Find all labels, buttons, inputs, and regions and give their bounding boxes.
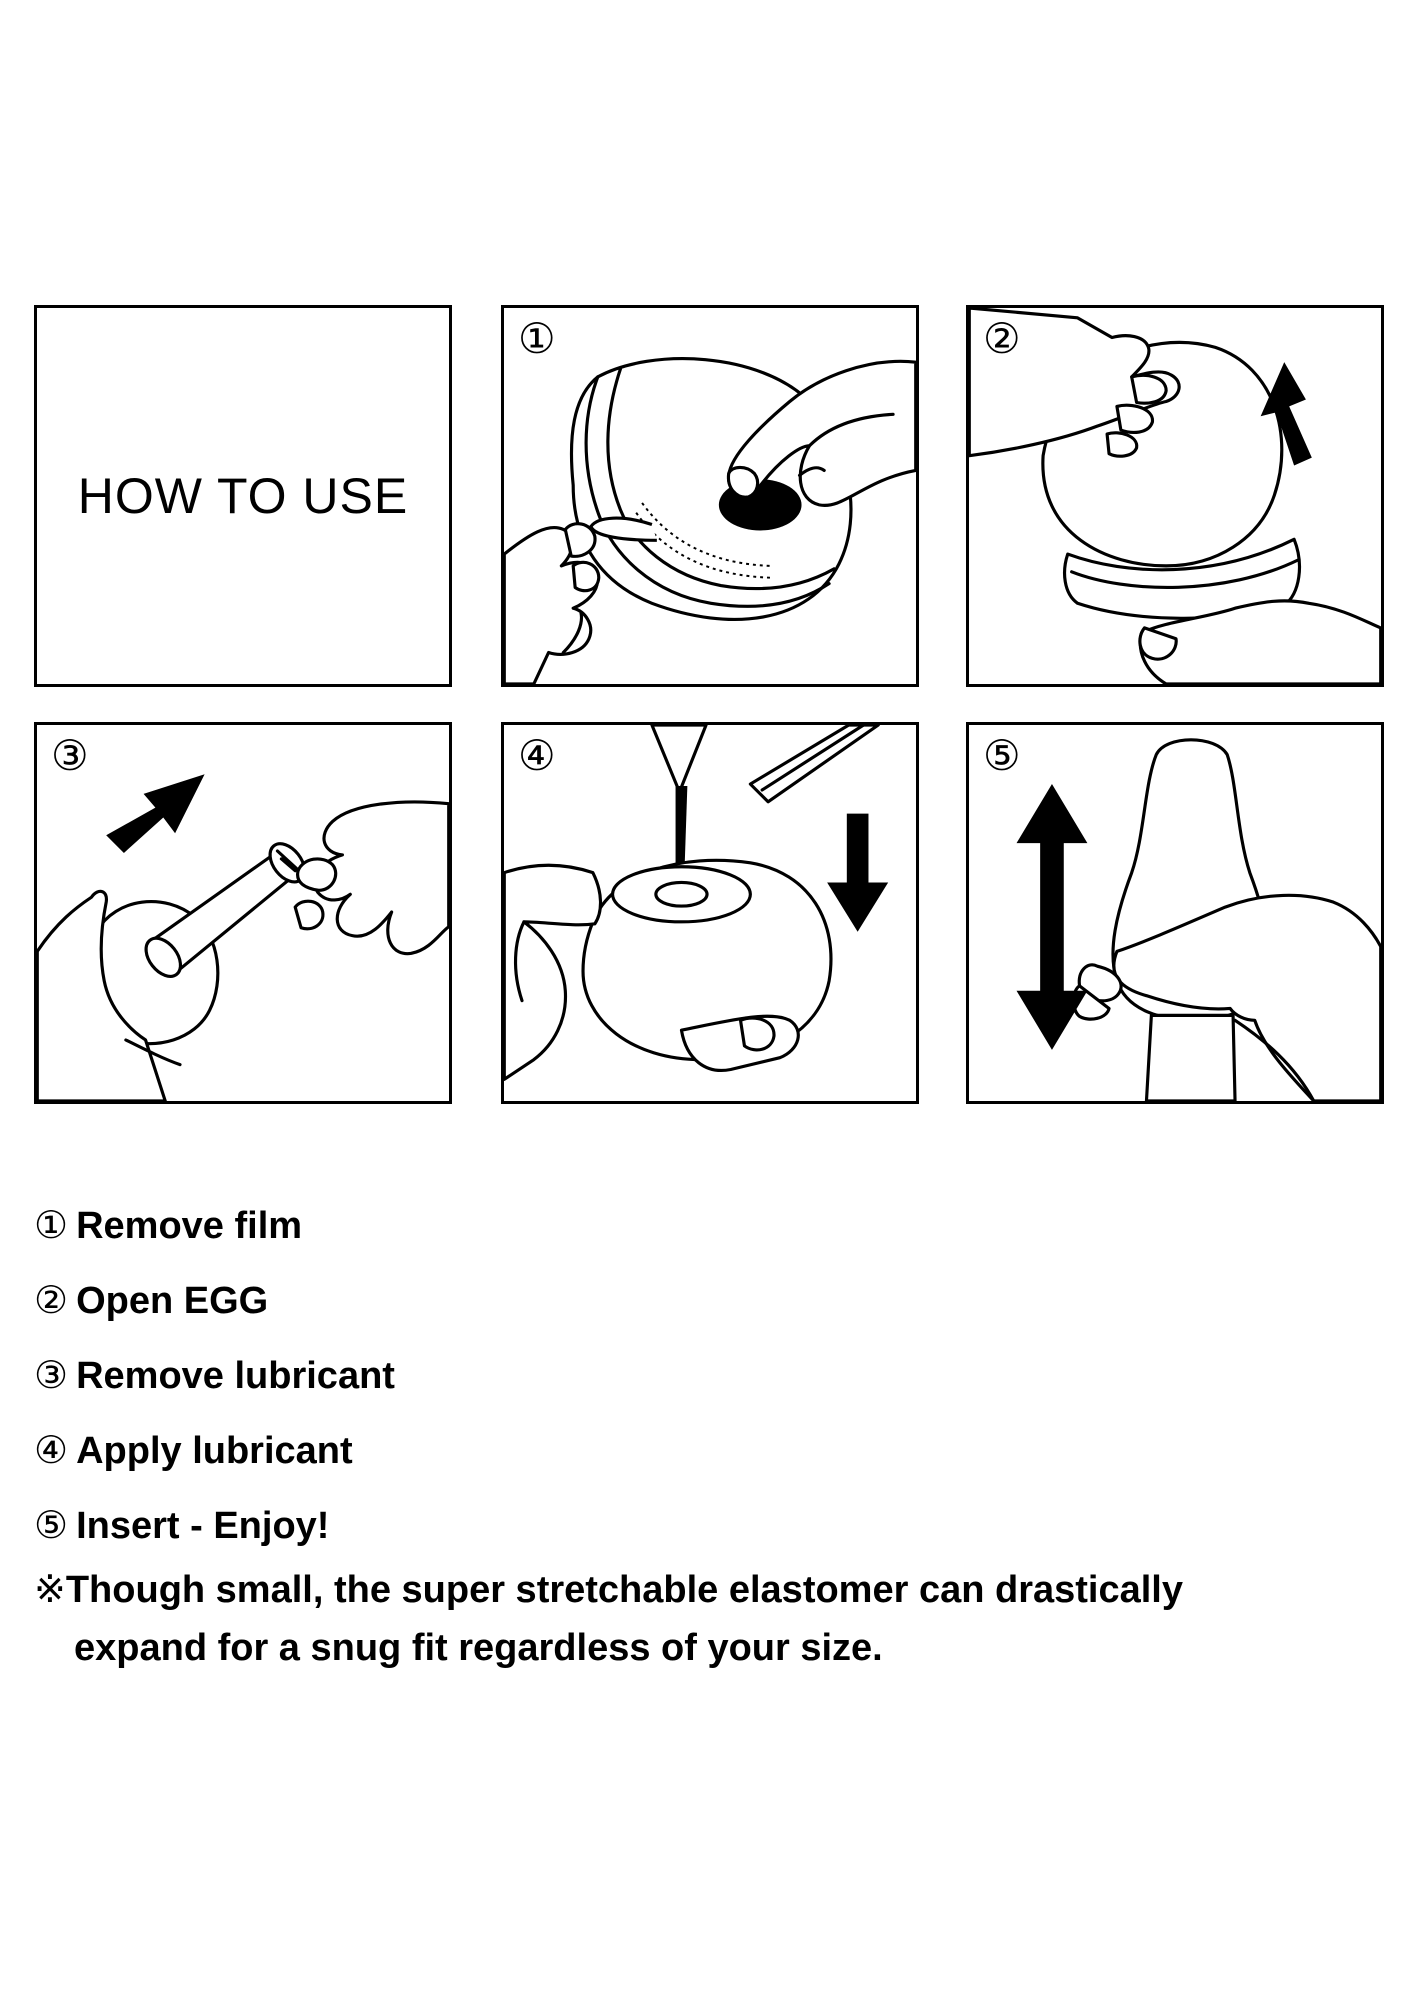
apply-lubricant-illustration [504, 725, 889, 1081]
open-egg-illustration [969, 308, 1381, 684]
panel-number: ① [518, 314, 556, 363]
panel-number: ② [983, 314, 1021, 363]
step-panel-1: ① [501, 305, 919, 687]
peel-film-illustration [504, 357, 916, 684]
step-panel-5: ⑤ [966, 722, 1384, 1104]
step-panel-4: ④ [501, 722, 919, 1104]
step-panel-2: ② [966, 305, 1384, 687]
page-title: HOW TO USE [77, 468, 409, 524]
remove-lubricant-illustration [37, 774, 449, 1101]
note-line-2: expand for a snug fit regardless of your… [74, 1627, 883, 1669]
note-line-1: Though small, the super stretchable elas… [65, 1569, 1183, 1611]
insert-illustration [1016, 738, 1381, 1101]
panel-number: ⑤ [983, 731, 1021, 780]
panel-number: ④ [518, 731, 556, 780]
panel-number: ③ [51, 731, 89, 780]
title-panel: HOW TO USE [34, 305, 452, 687]
size-note: ※Though small, the super stretchable ela… [34, 1560, 1379, 1677]
note-mark: ※ [34, 1567, 66, 1611]
step-panel-3: ③ [34, 722, 452, 1104]
